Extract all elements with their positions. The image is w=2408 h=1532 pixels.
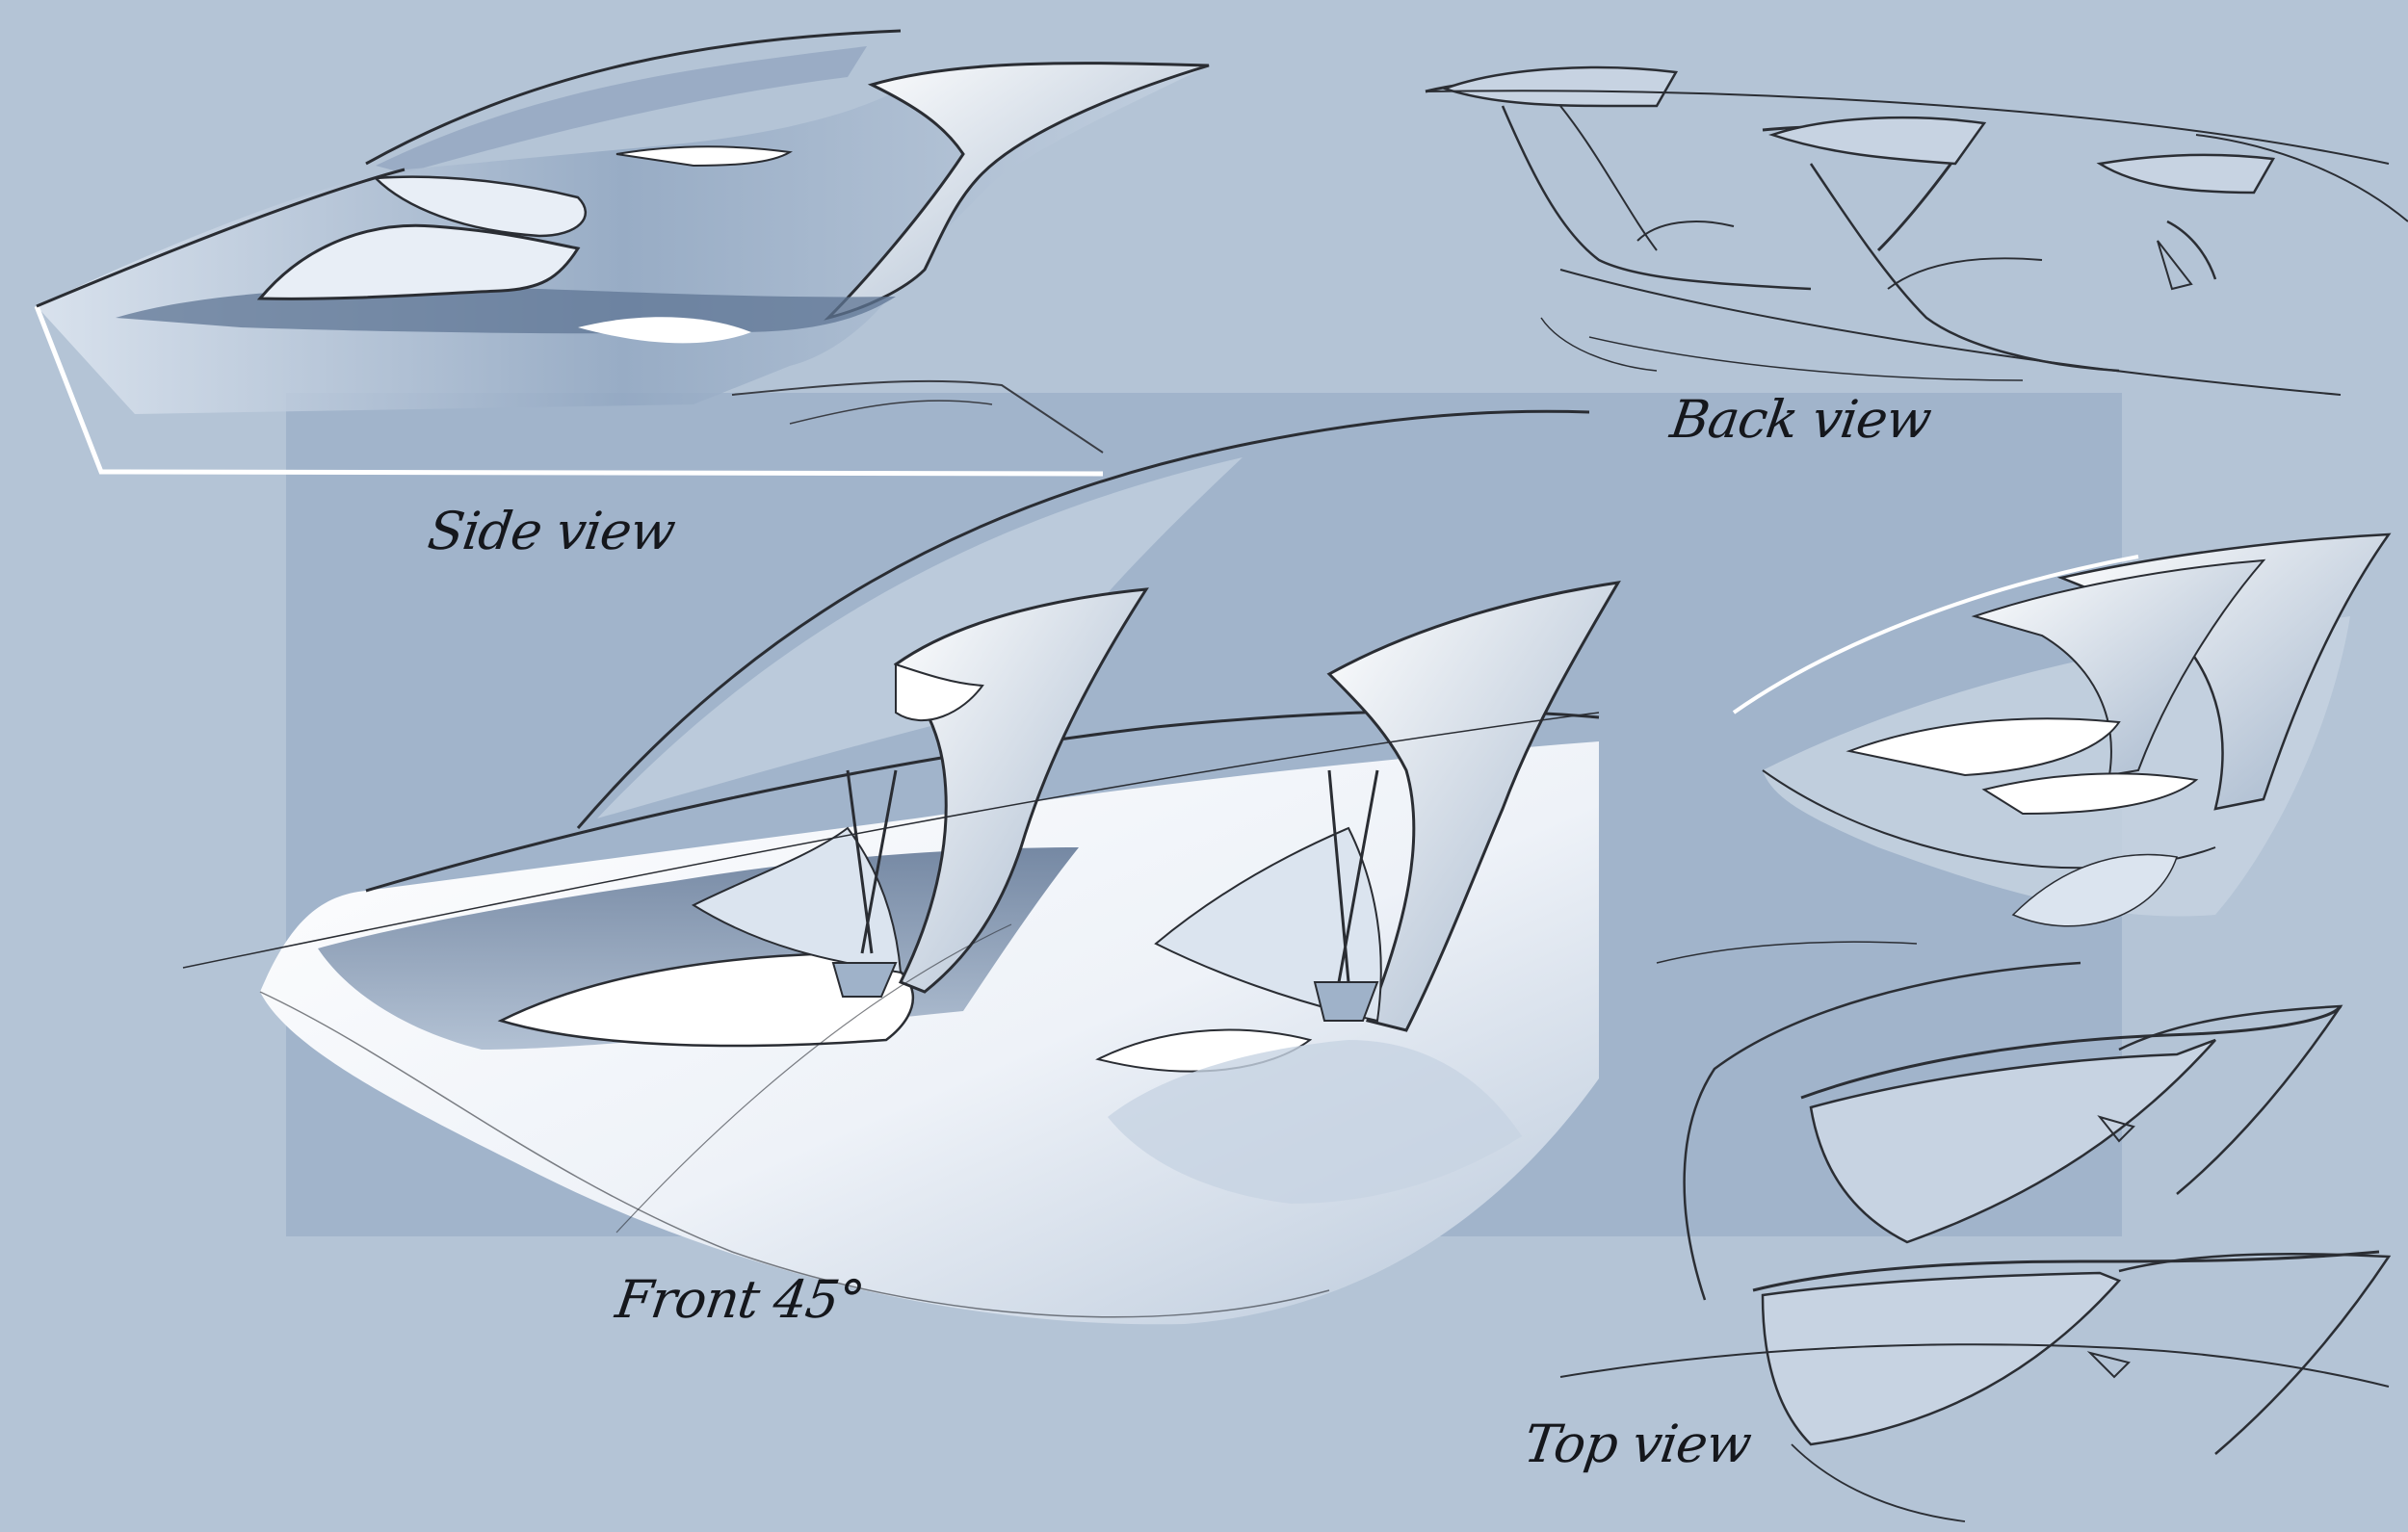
front-45-caption: Front 45° [612,1269,868,1330]
top-view-sketch [1559,941,2392,1522]
side-view-caption: Side view [424,501,679,561]
perspective-sketch [1732,532,2392,927]
front-45-sketch [182,409,1621,1325]
back-view-sketch [1425,65,2408,396]
side-view-sketch [34,29,1210,477]
back-view-caption: Back view [1666,389,1935,450]
top-view-caption: Top view [1520,1414,1755,1474]
